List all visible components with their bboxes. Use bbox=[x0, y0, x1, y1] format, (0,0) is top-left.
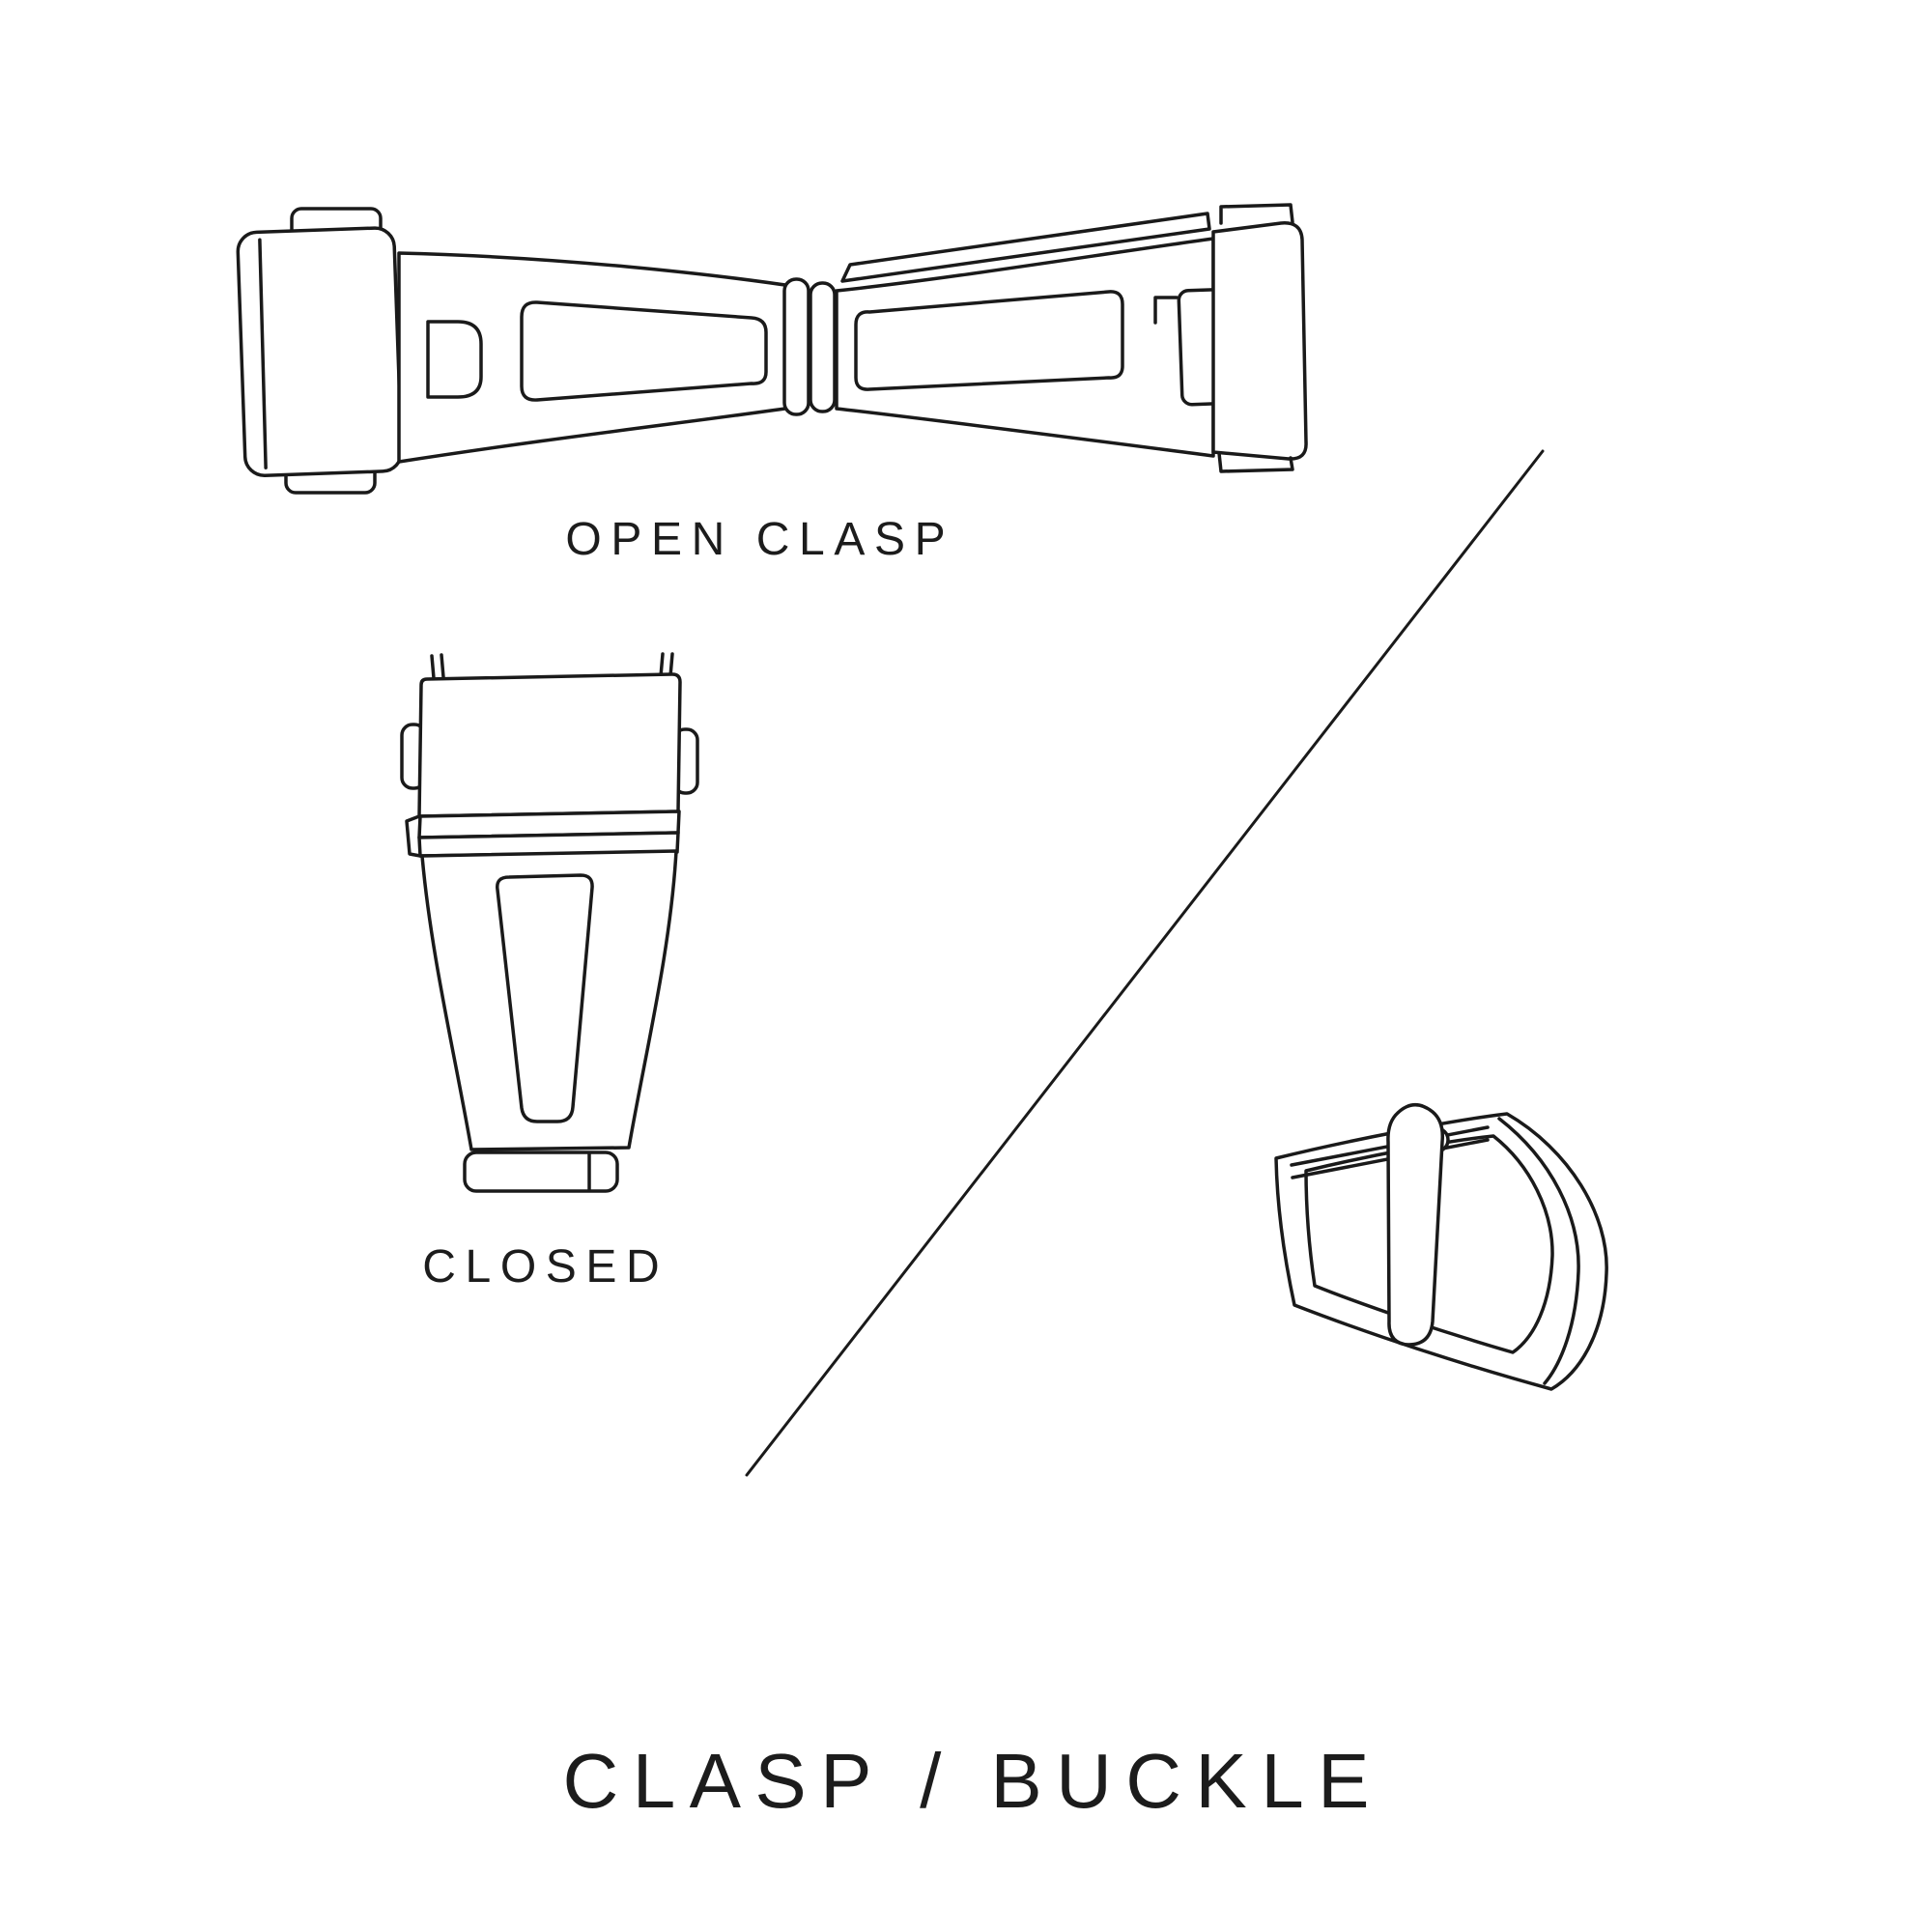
buckle-illustration bbox=[1274, 1103, 1608, 1391]
open-clasp-illustration bbox=[236, 203, 1308, 495]
buckle-inner-window bbox=[1304, 1134, 1554, 1354]
open-clasp-right-end-cap bbox=[1211, 221, 1308, 461]
closed-clasp-bottom-cap bbox=[463, 1151, 619, 1193]
closed-clasp-right-prong bbox=[659, 652, 674, 678]
closed-clasp-band-left-tab bbox=[405, 814, 422, 858]
diagram-title: CLASP / BUCKLE bbox=[562, 1738, 1383, 1824]
open-clasp-left-inner-outline bbox=[520, 300, 768, 402]
open-clasp-right-inner-outline bbox=[854, 290, 1124, 391]
open-clasp-right-cap-top-tab bbox=[1219, 203, 1294, 225]
buckle-band-contour bbox=[1497, 1117, 1580, 1385]
open-clasp-notch bbox=[426, 320, 483, 399]
closed-clasp-inner-outline bbox=[496, 873, 594, 1123]
closed-clasp-strap bbox=[420, 849, 678, 1151]
closed-clasp-label: CLOSED bbox=[422, 1241, 669, 1293]
open-clasp-hinge-right bbox=[809, 281, 837, 413]
closed-clasp-cover bbox=[417, 672, 682, 818]
closed-clasp-illustration bbox=[400, 652, 699, 1193]
diagonal-divider-line bbox=[745, 449, 1545, 1477]
open-clasp-label: OPEN CLASP bbox=[565, 514, 955, 565]
open-clasp-blade-bar bbox=[840, 212, 1211, 283]
buckle-outer-frame bbox=[1274, 1112, 1608, 1391]
open-clasp-slot-bracket bbox=[1153, 296, 1179, 325]
open-clasp-right-cap-bottom-tab bbox=[1217, 451, 1294, 473]
open-clasp-left-end-cap bbox=[236, 226, 404, 477]
closed-clasp-left-prong bbox=[430, 653, 445, 680]
buckle-tongue bbox=[1386, 1103, 1445, 1347]
open-clasp-hinge-left bbox=[782, 277, 810, 416]
